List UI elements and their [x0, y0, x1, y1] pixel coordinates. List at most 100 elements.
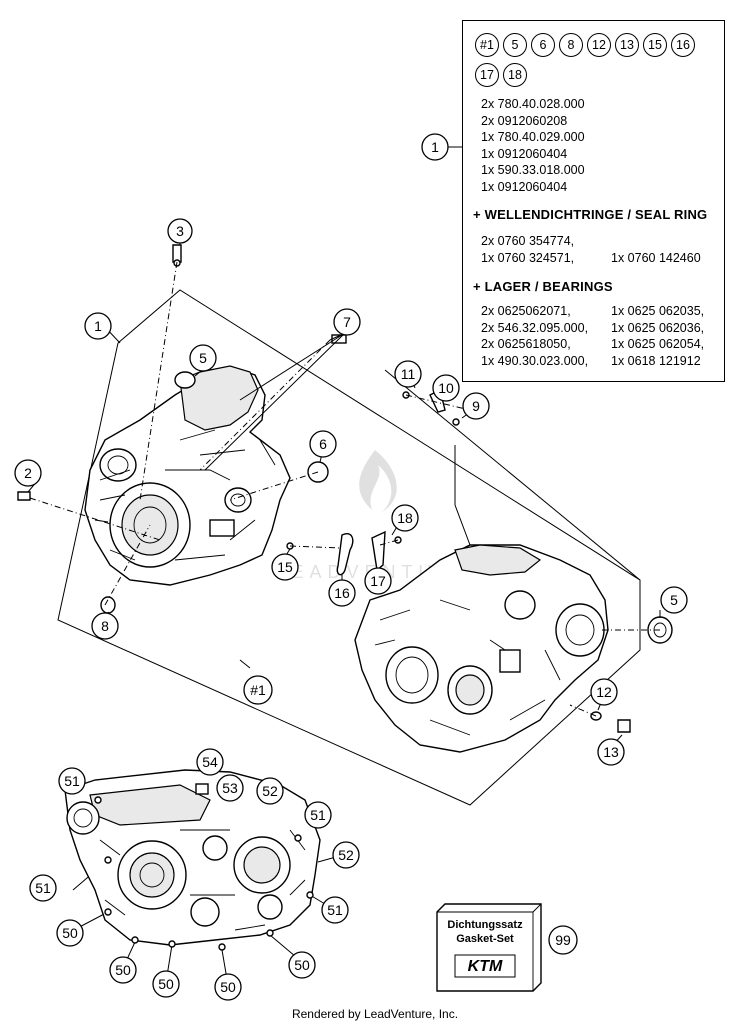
callout-3[interactable]: 3 — [167, 218, 193, 244]
part-number: 1x 0912060404 — [481, 179, 568, 194]
bearings-title: + LAGER / BEARINGS — [473, 279, 613, 294]
part-number: 1x 780.40.029.000 — [481, 130, 585, 144]
bearing-5-left — [174, 371, 196, 389]
seal-ring-list: 2x 0760 354774, 1x 0760 324571, 1x 0760 … — [481, 233, 731, 266]
svg-text:15: 15 — [277, 559, 293, 575]
svg-text:5: 5 — [199, 350, 207, 366]
dowel-8 — [100, 596, 116, 614]
callout-2[interactable]: 2 — [14, 459, 42, 487]
bolt-3 — [172, 244, 182, 263]
svg-text:51: 51 — [327, 902, 343, 918]
callout-51-d[interactable]: 51 — [321, 896, 349, 924]
svg-text:16: 16 — [334, 585, 350, 601]
svg-text:51: 51 — [35, 880, 51, 896]
guide-16 — [336, 533, 354, 576]
svg-text:50: 50 — [294, 957, 310, 973]
callout-50-d[interactable]: 50 — [214, 973, 242, 1001]
callout-6[interactable]: 6 — [309, 430, 337, 458]
callout-53[interactable]: 53 — [216, 774, 244, 802]
chip[interactable]: 17 — [475, 63, 499, 87]
guide-17 — [371, 530, 386, 572]
callout-50-b[interactable]: 50 — [109, 956, 137, 984]
callout-hash1[interactable]: #1 — [243, 675, 273, 705]
svg-text:50: 50 — [115, 962, 131, 978]
callout-5-right[interactable]: 5 — [660, 586, 688, 614]
callout-51-b[interactable]: 51 — [304, 801, 332, 829]
chip[interactable]: 16 — [671, 33, 695, 57]
svg-text:50: 50 — [158, 976, 174, 992]
callout-11[interactable]: 11 — [394, 360, 422, 388]
callout-9[interactable]: 9 — [462, 392, 490, 420]
callout-18[interactable]: 18 — [391, 504, 419, 532]
part-number: 2x 780.40.028.000 — [481, 97, 585, 111]
screw-13 — [617, 719, 631, 733]
centre-lines — [29, 261, 660, 717]
bearing-item: 1x 0625 062035, — [611, 304, 705, 318]
gasket-set-line1: Dichtungssatz — [447, 919, 523, 931]
assembly-frame — [57, 289, 641, 806]
bearing-item: 1x 490.30.023.000, — [481, 353, 589, 368]
callout-10[interactable]: 10 — [432, 374, 460, 402]
svg-text:52: 52 — [262, 783, 278, 799]
svg-text:6: 6 — [319, 436, 327, 452]
callouts: 1 3 1 7 5 11 10 9 6 2 18 15 16 17 8 5 12… — [14, 133, 688, 1001]
svg-text:1: 1 — [431, 139, 439, 155]
callout-7[interactable]: 7 — [333, 308, 361, 336]
legend-part-list: 2x 780.40.028.000 2x 0912060208 1x 780.4… — [481, 96, 585, 195]
callout-52-a[interactable]: 52 — [256, 777, 284, 805]
legend-chips-row1: #1 5 6 8 12 13 15 16 — [475, 33, 695, 57]
right-crankcase-half — [354, 544, 609, 753]
callout-50-e[interactable]: 50 — [288, 951, 316, 979]
callout-16[interactable]: 16 — [328, 579, 356, 607]
callout-15[interactable]: 15 — [271, 553, 299, 581]
chip[interactable]: 5 — [503, 33, 527, 57]
svg-text:#1: #1 — [250, 682, 266, 698]
bearing-item: 1x 0625 062054, — [611, 337, 705, 351]
callout-1[interactable]: 1 — [84, 312, 112, 340]
callout-13[interactable]: 13 — [597, 738, 625, 766]
callout-5-left[interactable]: 5 — [189, 344, 217, 372]
callout-1-legend[interactable]: 1 — [421, 133, 449, 161]
gasket-set-line2: Gasket-Set — [456, 933, 514, 945]
svg-text:50: 50 — [220, 979, 236, 995]
legend-chips-row2: 17 18 — [475, 63, 527, 87]
chip[interactable]: 6 — [531, 33, 555, 57]
chip[interactable]: 8 — [559, 33, 583, 57]
callout-52-b[interactable]: 52 — [332, 841, 360, 869]
callout-99[interactable]: 99 — [548, 925, 578, 955]
svg-text:9: 9 — [472, 398, 480, 414]
chip[interactable]: 15 — [643, 33, 667, 57]
seal-item: 2x 0760 354774, — [481, 234, 575, 248]
callout-12[interactable]: 12 — [590, 678, 618, 706]
bearing-item: 2x 546.32.095.000, — [481, 320, 589, 335]
callout-50-c[interactable]: 50 — [152, 970, 180, 998]
chip[interactable]: 18 — [503, 63, 527, 87]
washer-9 — [452, 418, 460, 426]
svg-text:51: 51 — [310, 807, 326, 823]
chip[interactable]: 12 — [587, 33, 611, 57]
svg-text:5: 5 — [670, 592, 678, 608]
svg-text:51: 51 — [64, 773, 80, 789]
bearing-item: 2x 0625062071, — [481, 304, 571, 318]
svg-text:17: 17 — [370, 573, 386, 589]
part-number: 1x 0912060404 — [481, 146, 568, 161]
chip[interactable]: 13 — [615, 33, 639, 57]
seal-item — [611, 233, 731, 250]
svg-text:99: 99 — [555, 932, 571, 948]
svg-text:12: 12 — [596, 684, 612, 700]
callout-8[interactable]: 8 — [91, 612, 119, 640]
callout-50-a[interactable]: 50 — [56, 919, 84, 947]
callout-54[interactable]: 54 — [196, 748, 224, 776]
bearings-list: 2x 0625062071, 1x 0625 062035, 2x 546.32… — [481, 303, 731, 369]
chip[interactable]: #1 — [475, 33, 499, 57]
svg-text:18: 18 — [397, 510, 413, 526]
bearing-item: 1x 0625 062036, — [611, 320, 705, 335]
part-number: 1x 590.33.018.000 — [481, 163, 585, 177]
callout-17[interactable]: 17 — [364, 567, 392, 595]
svg-text:53: 53 — [222, 780, 238, 796]
callout-51-a[interactable]: 51 — [58, 767, 86, 795]
callout-51-c[interactable]: 51 — [29, 874, 57, 902]
svg-text:52: 52 — [338, 847, 354, 863]
svg-text:3: 3 — [176, 223, 184, 239]
